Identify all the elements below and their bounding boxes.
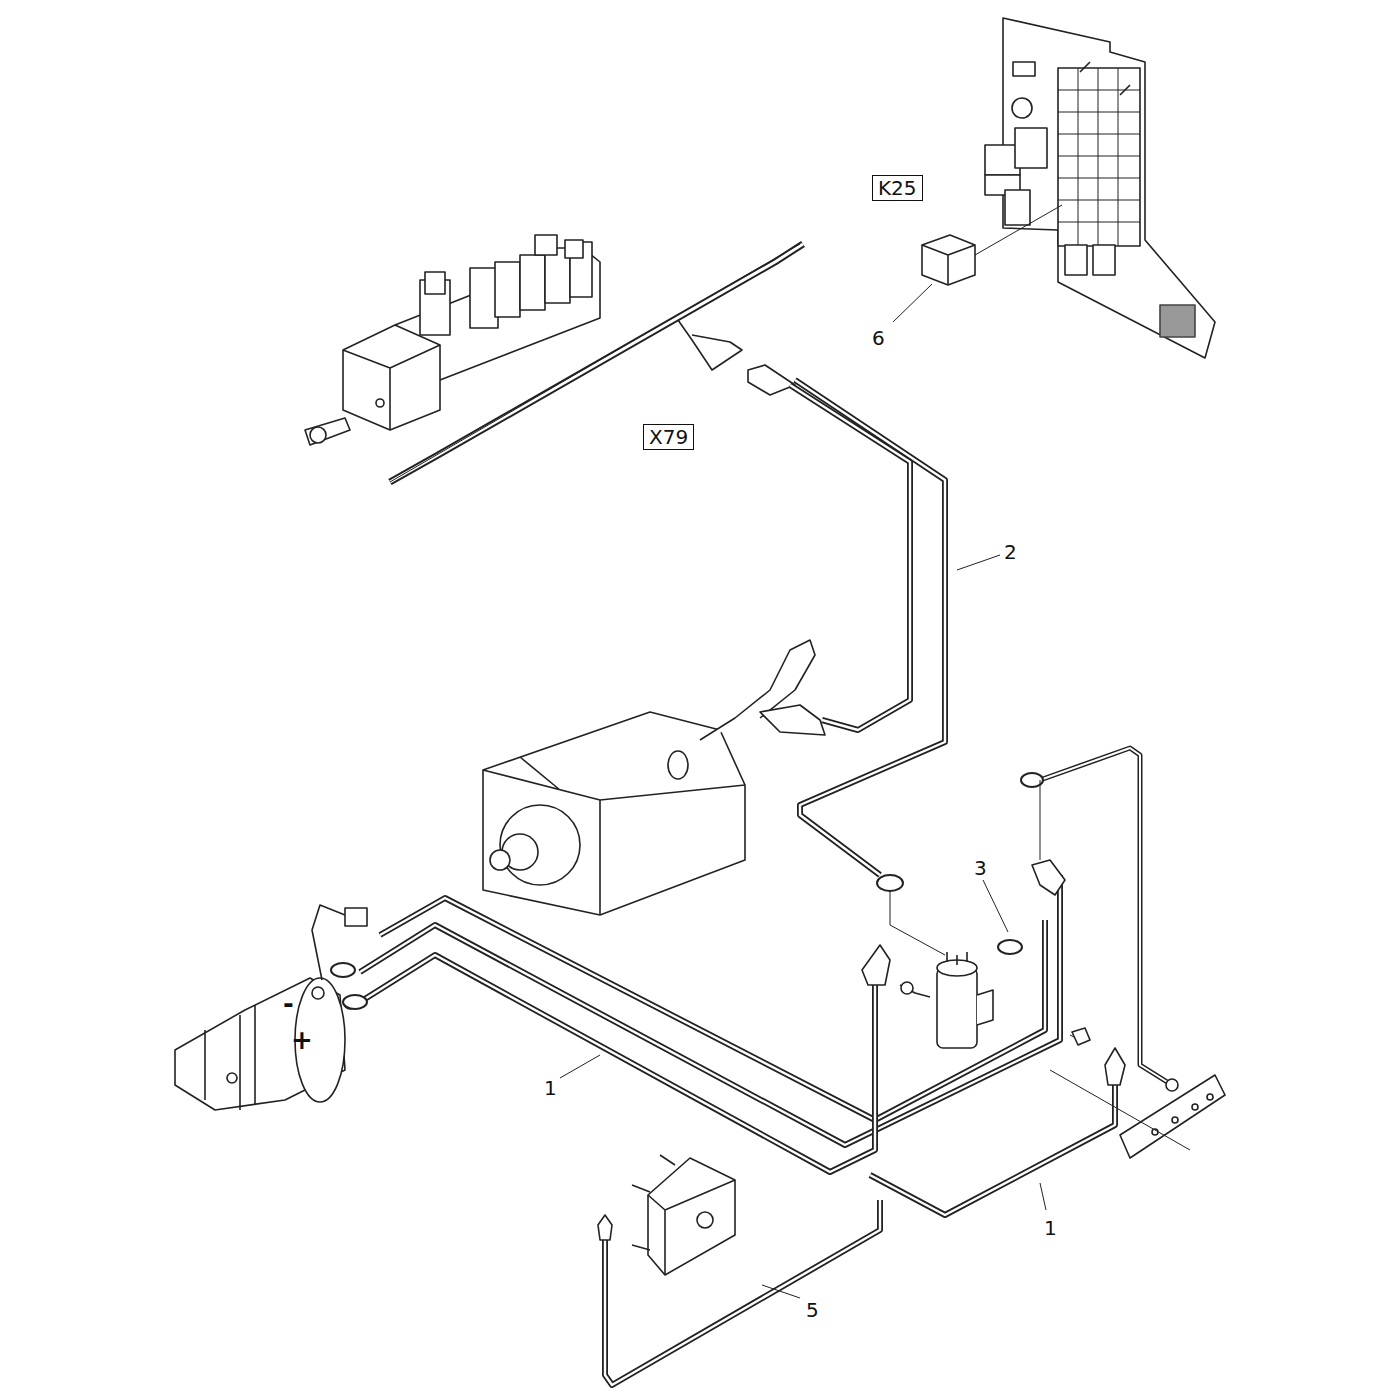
reference-code: K25 <box>878 176 917 200</box>
callout-number: 1 <box>1043 1217 1058 1239</box>
polarity-sign: + <box>290 1029 314 1051</box>
reference-code: X79 <box>649 425 688 449</box>
callout-number: 1 <box>543 1077 558 1099</box>
callout-number: 6 <box>871 327 886 349</box>
polarity-sign: - <box>282 993 295 1015</box>
reference-box: K25 <box>872 175 923 201</box>
callout-number: 3 <box>973 857 988 879</box>
reference-box: X79 <box>643 424 694 450</box>
callout-number: 2 <box>1003 541 1018 563</box>
callout-number: 5 <box>805 1299 820 1321</box>
